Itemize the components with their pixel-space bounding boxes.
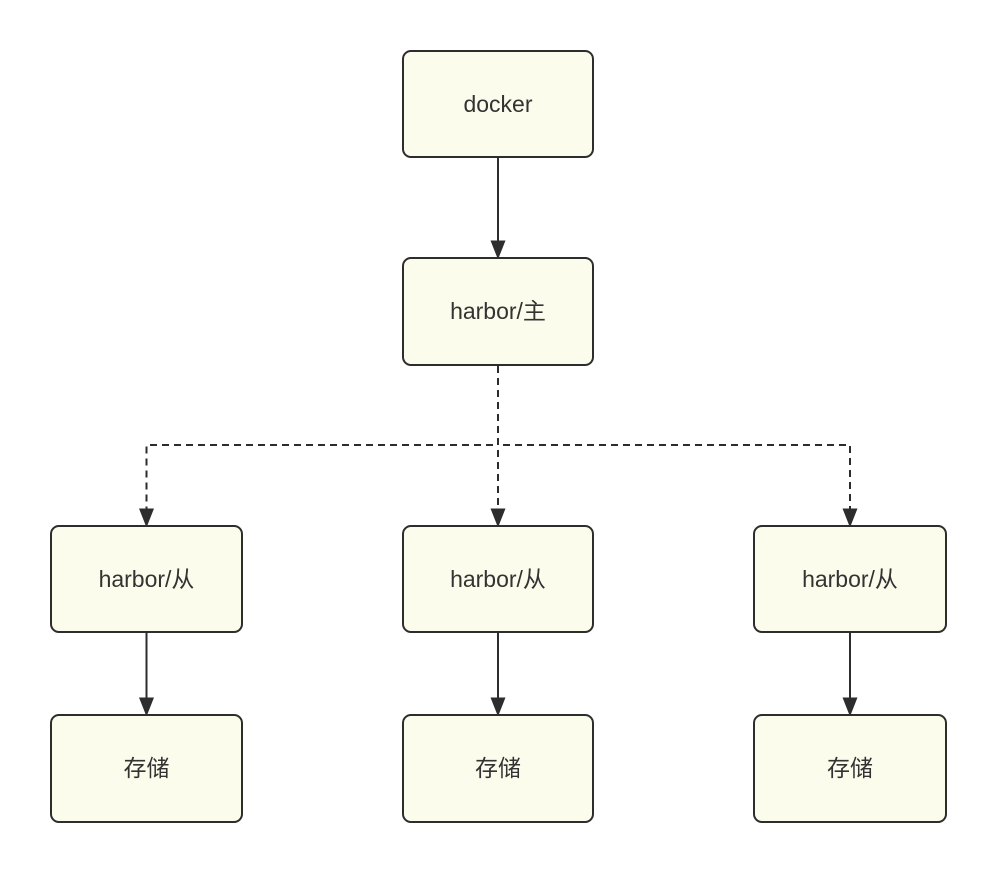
node-storage-3: 存储 [753, 714, 947, 823]
node-harbor-slave-2: harbor/从 [402, 525, 594, 633]
node-harbor-slave-1-label: harbor/从 [98, 565, 195, 592]
node-storage-1-label: 存储 [123, 755, 170, 781]
edge-harbor-master-to-harbor-slave-3 [497, 366, 858, 528]
node-harbor-slave-2-label: harbor/从 [450, 565, 546, 592]
node-storage-3-label: 存储 [827, 755, 873, 781]
node-docker-label: docker [463, 90, 533, 117]
node-docker: docker [402, 50, 594, 158]
node-harbor-slave-1: harbor/从 [50, 525, 243, 633]
node-storage-1: 存储 [50, 714, 243, 823]
node-harbor-slave-3: harbor/从 [753, 525, 947, 633]
node-harbor-slave-3-label: harbor/从 [802, 565, 898, 592]
node-storage-2-label: 存储 [475, 755, 521, 781]
node-harbor-master-label: harbor/主 [450, 298, 546, 324]
node-storage-2: 存储 [402, 714, 594, 823]
node-harbor-master: harbor/主 [402, 257, 594, 366]
edge-harbor-master-to-harbor-slave-1 [139, 366, 499, 528]
